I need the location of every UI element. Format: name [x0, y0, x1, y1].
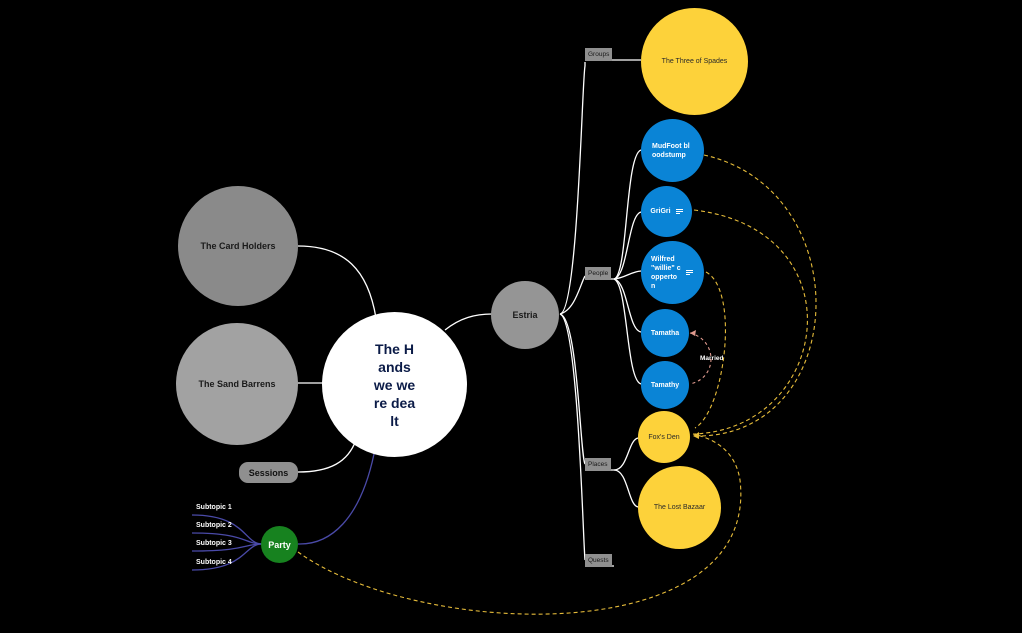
person-label: Tamathy [650, 381, 680, 389]
category-groups[interactable]: Groups [585, 48, 613, 61]
place-foxs-den[interactable]: Fox's Den [638, 411, 690, 463]
central-topic-label: The Hands we were dealt [373, 340, 416, 429]
relationship-label[interactable]: Married [700, 355, 724, 362]
person-label: Wilfred "willie" copperton [651, 255, 681, 290]
central-topic[interactable]: The Hands we were dealt [322, 312, 467, 457]
category-people[interactable]: People [585, 267, 612, 280]
person-grigri[interactable]: GriGri [641, 186, 692, 237]
note-lines-icon [675, 207, 683, 216]
person-mudfoot[interactable]: MudFoot bloodstump [641, 119, 704, 182]
person-wilfred[interactable]: Wilfred "willie" copperton [641, 241, 704, 304]
topic-label: Sessions [248, 467, 289, 478]
topic-label: Estria [512, 310, 538, 320]
group-three-of-spades[interactable]: The Three of Spades [641, 8, 748, 115]
topic-card-holders[interactable]: The Card Holders [178, 186, 298, 306]
topic-estria[interactable]: Estria [491, 281, 559, 349]
person-tamatha[interactable]: Tamatha [641, 309, 689, 357]
topic-label: The Sand Barrens [198, 379, 276, 389]
place-label: The Lost Bazaar [653, 504, 706, 511]
topic-sessions[interactable]: Sessions [239, 462, 298, 483]
party-subtopic[interactable]: Subtopic 1 [196, 504, 232, 511]
party-subtopic[interactable]: Subtopic 3 [196, 540, 232, 547]
party-subtopic[interactable]: Subtopic 4 [196, 559, 232, 566]
person-tamathy[interactable]: Tamathy [641, 361, 689, 409]
note-lines-icon [686, 268, 693, 277]
person-label: GriGri [650, 208, 671, 215]
group-label: The Three of Spades [661, 58, 728, 65]
topic-party[interactable]: Party [261, 526, 298, 563]
category-quests[interactable]: Quests [585, 554, 612, 567]
place-lost-bazaar[interactable]: The Lost Bazaar [638, 466, 721, 549]
person-label: MudFoot bloodstump [652, 142, 690, 159]
party-subtopic[interactable]: Subtopic 2 [196, 522, 232, 529]
topic-sand-barrens[interactable]: The Sand Barrens [176, 323, 298, 445]
place-label: Fox's Den [648, 433, 680, 441]
person-label: Tamatha [650, 329, 680, 337]
topic-label: Party [268, 539, 291, 550]
topic-label: The Card Holders [200, 241, 276, 251]
category-places[interactable]: Places [585, 458, 611, 471]
